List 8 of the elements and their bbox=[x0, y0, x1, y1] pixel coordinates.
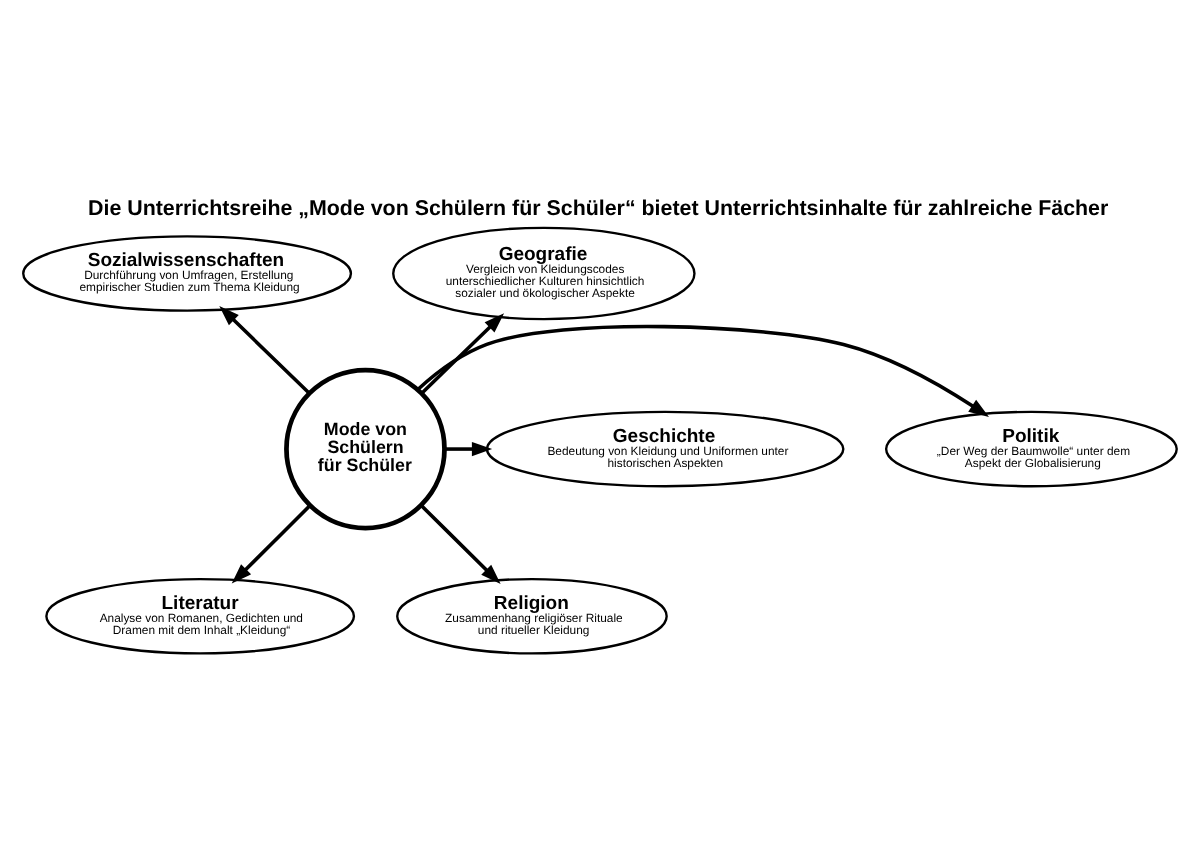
diagram-title: Die Unterrichtsreihe „Mode von Schülern für Schüler“ bietet Unterrichtsinhalte für zahlreiche Fächer bbox=[88, 196, 1109, 221]
node-circle: Mode von Schülern für Schüler bbox=[284, 366, 447, 530]
arrow bbox=[420, 503, 501, 584]
arrow bbox=[231, 503, 312, 583]
arrow bbox=[420, 312, 505, 394]
arrow bbox=[416, 323, 989, 416]
arrow bbox=[219, 304, 311, 394]
arrow bbox=[445, 440, 493, 456]
